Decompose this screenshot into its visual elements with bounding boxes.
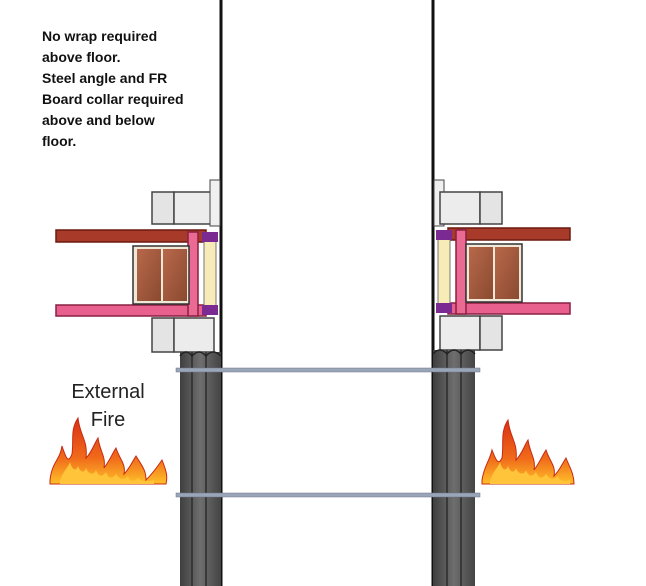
support-band-lower [175, 492, 481, 498]
right-seal-top [436, 230, 452, 240]
left-lower-block-a [151, 317, 175, 353]
left-upper-block-b [173, 191, 215, 225]
right-insulation-column [432, 349, 476, 586]
right-seal-bottom [436, 303, 452, 313]
left-upper-block-a [151, 191, 175, 225]
left-brick-b [163, 249, 187, 301]
right-brick-a [469, 247, 493, 299]
requirements-note: No wrap required above floor. Steel angl… [42, 26, 242, 152]
note-line: above floor. [42, 49, 121, 65]
right-upper-block-b [479, 191, 503, 225]
support-bands [175, 367, 481, 498]
fire-label-line: Fire [90, 409, 126, 431]
flame-icon [481, 418, 575, 485]
right-lower-block-b [479, 315, 503, 351]
note-line: Steel angle and FR [42, 70, 168, 86]
right-upper-block-a [439, 191, 481, 225]
note-line: floor. [42, 133, 77, 149]
support-band-upper [175, 367, 481, 373]
note-line: above and below [42, 112, 155, 128]
left-top-steel-angle [55, 229, 207, 243]
right-floor-assembly [433, 179, 571, 351]
right-board-infill [437, 237, 451, 305]
left-bottom-fr-board [55, 304, 207, 317]
left-seal-top [202, 232, 218, 242]
flame-icon [49, 416, 168, 485]
left-insulation-column [179, 351, 222, 586]
left-upper-cap [209, 179, 221, 227]
left-board-infill [203, 239, 217, 307]
right-lower-block-a [439, 315, 481, 351]
right-vertical-collar [455, 229, 467, 315]
left-floor-assembly [55, 179, 221, 353]
fire-label-line: External [71, 381, 145, 403]
flue-walls [219, 0, 435, 586]
left-seal-bottom [202, 305, 218, 315]
left-brick-a [137, 249, 161, 301]
external-fire-label: External Fire [58, 378, 158, 434]
note-line: No wrap required [42, 28, 158, 44]
right-brick-b [495, 247, 519, 299]
left-lower-block-b [173, 317, 215, 353]
note-line: Board collar required [42, 91, 184, 107]
